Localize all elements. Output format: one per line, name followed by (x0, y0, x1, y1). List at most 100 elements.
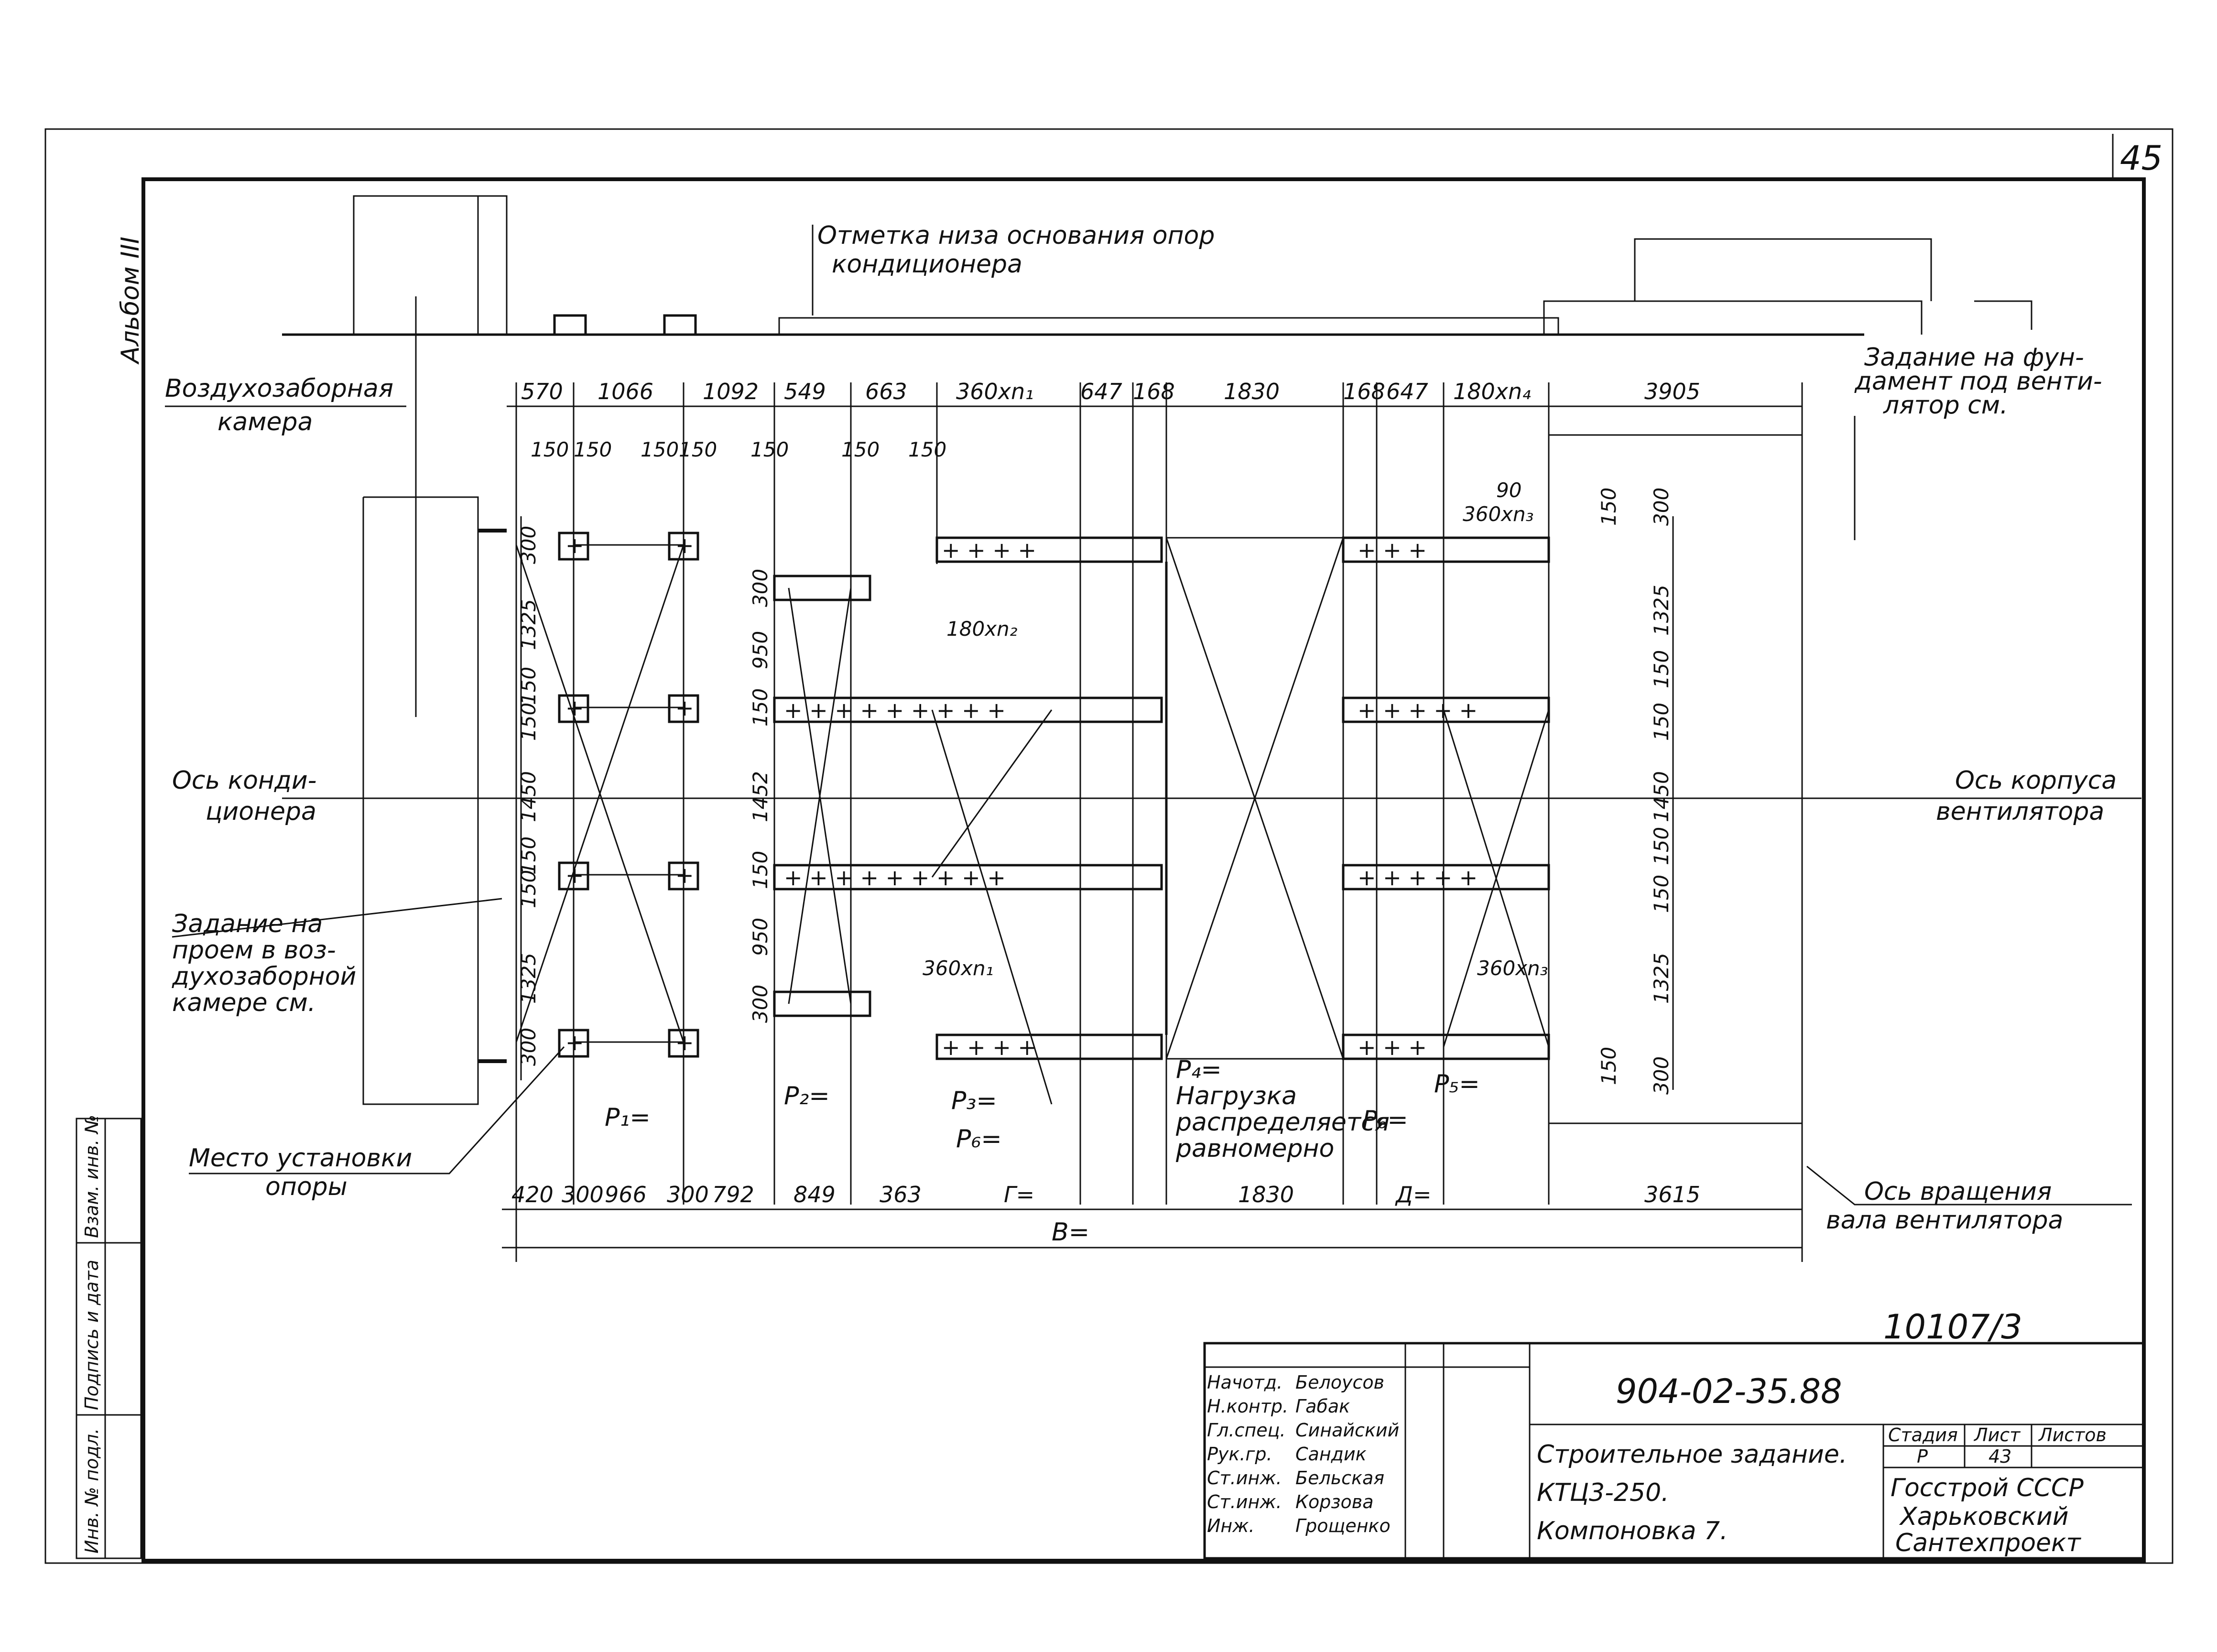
org-line-2: Харьковский (1899, 1502, 2069, 1531)
beam-marks-right-4: + + + (1358, 1034, 1427, 1060)
support-pad: + (668, 532, 699, 561)
designation: 904-02-35.88 (1616, 1372, 1842, 1411)
load-p5: P₅= (1434, 1070, 1480, 1098)
bottom-dim-420: 420 (511, 1182, 554, 1207)
uniform-load-label: Нагрузка (1176, 1082, 1297, 1110)
title-block (1203, 1342, 2145, 1560)
opening-task-leader (172, 898, 502, 938)
bottom-dimension-chain (502, 1185, 1803, 1262)
fan-body-axis-label-2: вентилятора (1936, 797, 2104, 826)
right-vdim-3: 1325 (1650, 585, 1673, 636)
total-dim: В= (1052, 1218, 1089, 1247)
support-pad: + (558, 532, 589, 561)
sub-dim-360xn1b: 360xn₁ (923, 956, 993, 980)
sub-dim-5: 150 (750, 438, 789, 461)
svg-text:+: + (675, 862, 694, 888)
sub-dim-180xn2: 180xn₂ (946, 617, 1018, 641)
top-dim-647b: 647 (1386, 379, 1428, 404)
left-vdim-8: 1325 (517, 953, 540, 1004)
beam-marks-row3: + + + + + + + + + (784, 865, 1006, 891)
sheet-frame (44, 128, 2174, 1564)
role-5: Ст.инж. (1207, 1467, 1282, 1489)
name-3: Синайский (1295, 1420, 1399, 1441)
left-vdim-6: 150 (517, 837, 540, 875)
mid-vdim-3: 150 (749, 688, 772, 727)
top-dim-3905: 3905 (1644, 379, 1700, 404)
fan-shaft-axis-label: Ось вращения (1864, 1177, 2052, 1206)
bottom-dim-300b: 300 (667, 1182, 709, 1207)
right-vdim-4: 150 (1650, 650, 1673, 688)
sub-dim-90: 90 (1496, 478, 1521, 502)
role-6: Ст.инж. (1207, 1491, 1282, 1512)
top-dim-1830: 1830 (1224, 379, 1280, 404)
svg-text:+: + (565, 695, 584, 721)
sub-dim-7: 150 (908, 438, 946, 461)
beam-marks-row2: + + + + + + + + + (784, 697, 1006, 723)
load-p4: P₄= (1176, 1055, 1222, 1084)
right-vdim-2: 150 (1597, 488, 1620, 526)
org-line-1: Госстрой СССР (1891, 1474, 2084, 1502)
title-line-3: Компоновка 7. (1537, 1517, 1728, 1545)
left-vdim-7: 150 (517, 870, 540, 908)
support-pad: + (668, 694, 699, 723)
mid-vdim-2: 950 (749, 631, 772, 669)
role-2: Н.контр. (1207, 1396, 1288, 1417)
load-p3: P₃= (951, 1087, 997, 1115)
sheet-value: 43 (1989, 1446, 2011, 1467)
bottom-dim-g: Г= (1004, 1182, 1034, 1207)
top-dim-549: 549 (784, 379, 826, 404)
name-2: Габак (1295, 1396, 1350, 1417)
support-place-label: Место установки (189, 1144, 412, 1173)
org-line-3: Сантехпроект (1895, 1529, 2081, 1557)
base-elevation-note-2: кондиционера (832, 250, 1022, 279)
beam-marks-right-1: + + + (1358, 537, 1427, 563)
sheet-header: Лист (1973, 1424, 2021, 1446)
uniform-load-label-3: равномерно (1175, 1134, 1334, 1163)
top-dim-360xn1: 360xn₁ (956, 379, 1034, 404)
fan-shaft-leader (1806, 1165, 2132, 1206)
role-4: Рук.гр. (1207, 1444, 1272, 1465)
conditioner-axis-label-2: ционера (206, 797, 316, 826)
support-pad: + (558, 1029, 589, 1058)
bottom-dim-300a: 300 (562, 1182, 604, 1207)
support-place-label-2: опоры (265, 1173, 348, 1201)
support-pad: + (668, 1029, 699, 1058)
svg-text:+: + (565, 862, 584, 888)
stage-header: Стадия (1888, 1424, 1958, 1446)
air-intake-label: Воздухозаборная (165, 374, 393, 403)
stamp-sign: Подпись и дата (81, 1260, 102, 1410)
left-vdim-9: 300 (517, 1028, 540, 1066)
conditioner-axis-label: Ось конди- (172, 766, 316, 795)
svg-text:+: + (565, 533, 584, 558)
foundation-task-label-2: дамент под венти- (1854, 367, 2102, 396)
title-line-2: КТЦ3-250. (1537, 1478, 1669, 1507)
stage-value: Р (1917, 1446, 1928, 1467)
mid-vdim-1: 300 (749, 569, 772, 607)
svg-text:+: + (565, 1030, 584, 1055)
opening-task-label-2: проем в воз- (172, 936, 336, 965)
mid-vdim-6: 950 (749, 918, 772, 956)
load-p2: P₂= (784, 1082, 830, 1110)
mid-vdim-4: 1452 (749, 771, 772, 822)
svg-text:+: + (675, 1030, 694, 1055)
sub-dim-4: 150 (679, 438, 717, 461)
right-vdim-5: 150 (1650, 703, 1673, 741)
role-7: Инж. (1207, 1515, 1255, 1536)
middle-support-frame (773, 536, 1344, 1105)
sub-dim-6: 150 (841, 438, 880, 461)
name-5: Бельская (1295, 1467, 1384, 1489)
svg-text:+: + (675, 695, 694, 721)
bottom-dim-1830: 1830 (1238, 1182, 1294, 1207)
fan-shaft-axis-label-2: вала вентилятора (1826, 1206, 2063, 1235)
fan-body-axis-label: Ось корпуса (1955, 766, 2117, 795)
support-pad: + (668, 861, 699, 891)
name-7: Грощенко (1295, 1515, 1391, 1536)
right-vdim-6: 1450 (1650, 771, 1673, 822)
left-vdim-2: 1325 (517, 599, 540, 650)
support-pad: + (558, 694, 589, 723)
right-vdim-8: 150 (1650, 875, 1673, 913)
top-dim-663: 663 (865, 379, 907, 404)
support-pad: + (558, 861, 589, 891)
mid-vdim-7: 300 (749, 985, 772, 1023)
